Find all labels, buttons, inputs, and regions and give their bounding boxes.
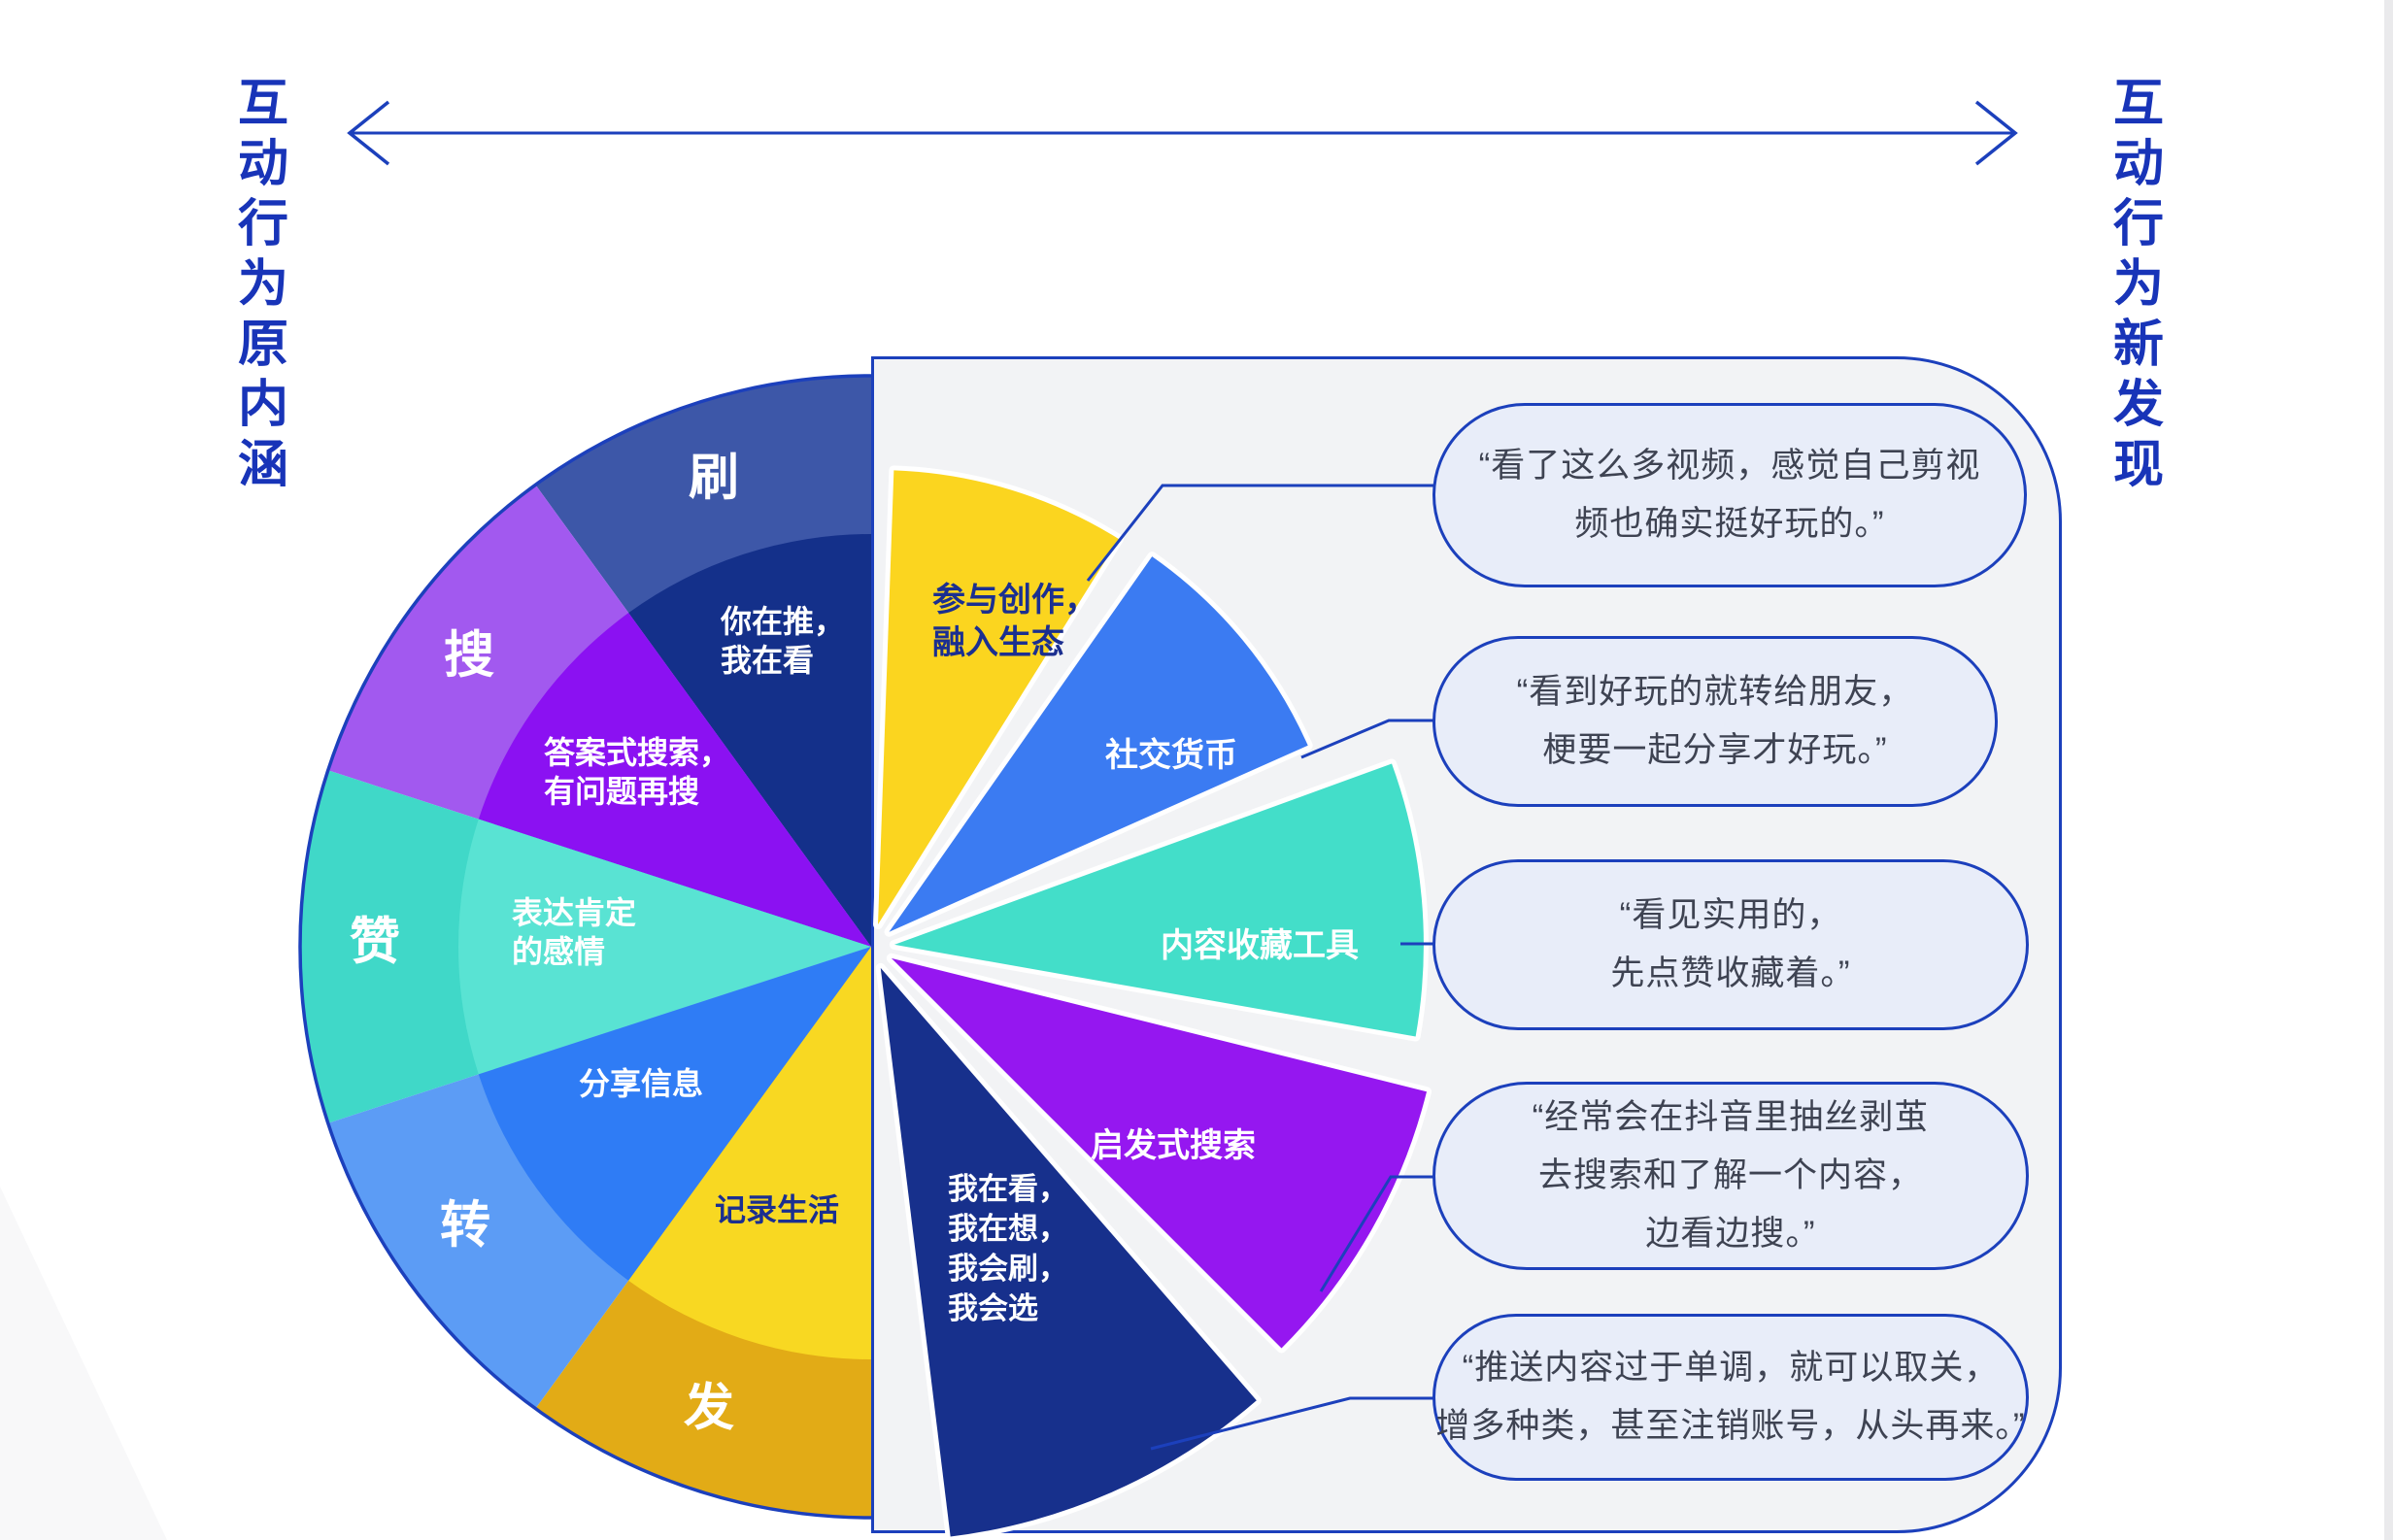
arrow-left-head-icon [347,100,390,166]
sector-desc-fa: 记录生活 [715,1192,840,1227]
quote-bubble-3: “看见实用的， 先点赞收藏着。” [1432,859,2029,1030]
pie-sector-inner [628,947,871,1359]
wedge-label-collect-tool: 内容收藏工具 [1161,927,1359,964]
quote-bubble-4: “经常会在抖音里抽丝剥茧 去搜索和了解一个内容， 边看边搜。” [1432,1082,2029,1270]
left-axis-title: 互动行为原内涵 [237,76,288,493]
right-axis-title: 互动行为新发现 [2112,76,2164,493]
sector-label-zhuan: 转 [439,1197,491,1255]
pie-sector-outer [327,485,871,947]
corner-decoration [0,1187,167,1540]
pie-sector-outer [327,947,871,1409]
wedge-label-social-currency: 社交货币 [1105,737,1237,774]
quote-bubble-2: “看到好玩的就转给朋友， 梗要一起分享才好玩。” [1432,636,1998,807]
right-edge-strip [2384,0,2393,1540]
sector-desc-zhuan: 分享信息 [579,1066,704,1101]
sector-desc-zan: 表达肯定 的感情 [512,895,637,969]
sector-desc-shua: 你在推， 我在看 [721,604,846,678]
quote-bubble-5: “推送内容过于单调，就可以取关， 增多种类，甚至注销账号，从头再来。” [1432,1314,2029,1481]
sector-label-zan: 赞 [349,914,401,971]
wedge-label-heuristic-search: 启发式搜索 [1091,1127,1256,1164]
sector-label-shua: 刷 [688,450,740,507]
sector-desc-sou: 答案式搜索， 有问题再搜 [544,735,731,809]
quote-bubble-1: “看了这么多视频，感觉自己剪视 频也确实挺好玩的。” [1432,403,2027,587]
arrow-right-head-icon [1974,100,2018,166]
wedge-label-create: 参与创作， 融入生态 [932,582,1097,661]
sector-label-fa: 发 [683,1380,735,1437]
wedge-label-i-choose: 我在看， 我在想， 我会刷， 我会选 [948,1172,1068,1325]
sector-label-sou: 搜 [443,627,495,685]
pie-sector-inner [478,947,871,1281]
